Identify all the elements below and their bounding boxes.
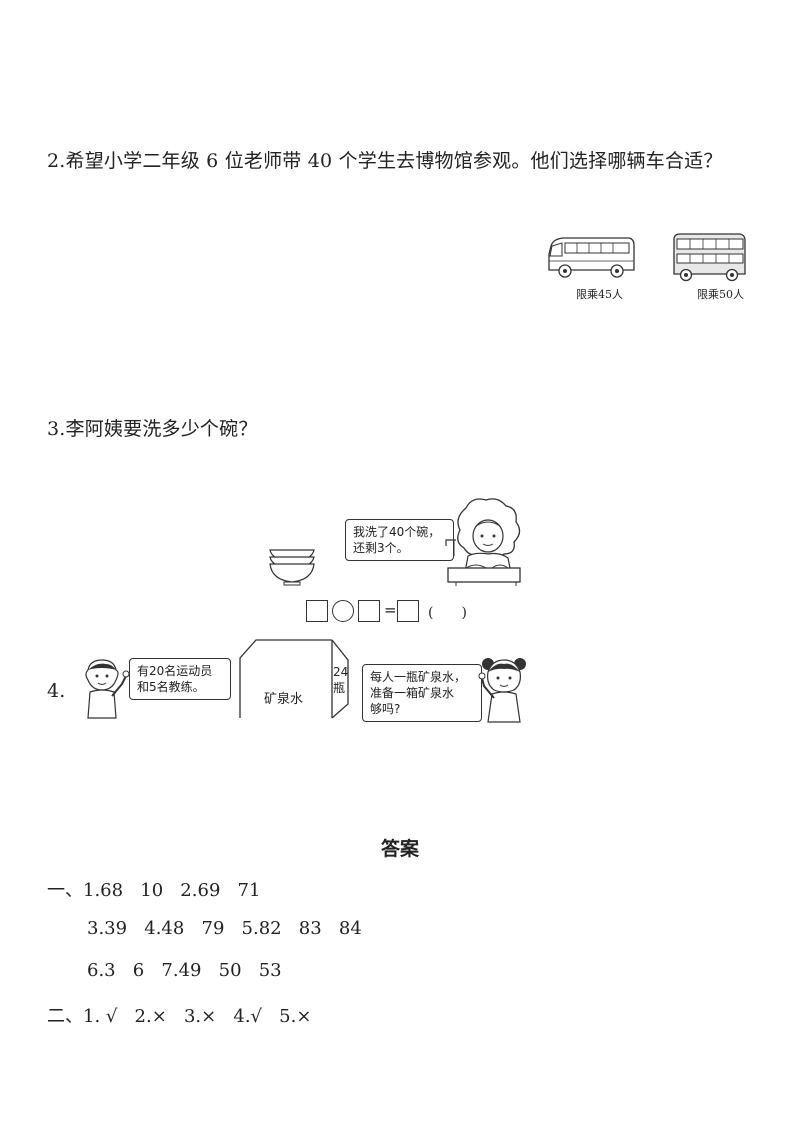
equation-result-box[interactable]: [397, 600, 419, 622]
answer-line-2: 3.39 4.48 79 5.82 83 84: [87, 918, 362, 939]
bus-2-caption: 限乘50人: [697, 288, 744, 301]
aunt-li-speech-bubble: 我洗了40个碗， 还剩3个。: [345, 519, 454, 561]
boy-speech-bubble: 有20名运动员 和5名教练。: [129, 658, 231, 700]
answers-title: 答案: [381, 838, 420, 860]
aunt-li-washing-illustration: [445, 498, 521, 586]
mineral-water-box-icon: [239, 639, 349, 719]
question-3-text: 3.李阿姨要洗多少个碗？: [47, 418, 258, 440]
question-2-text: 2.希望小学二年级 6 位老师带 40 个学生去博物馆参观。他们选择哪辆车合适？: [47, 150, 723, 172]
equation-box-1[interactable]: [306, 600, 328, 622]
bus-1-caption: 限乘45人: [576, 288, 623, 301]
answer-line-3: 6.3 6 7.49 50 53: [87, 960, 282, 981]
girl-pointing-illustration: [478, 658, 526, 723]
single-decker-bus-icon: [548, 237, 635, 278]
question-4-number: 4.: [47, 680, 66, 702]
equals-sign: =: [384, 601, 397, 619]
double-decker-bus-icon: [673, 233, 746, 282]
box-label: 矿泉水: [264, 692, 304, 707]
unit-parentheses: ( ): [428, 605, 467, 621]
equation-operator-circle[interactable]: [332, 600, 354, 622]
girl-speech-bubble: 每人一瓶矿泉水， 准备一箱矿泉水 够吗?: [362, 664, 482, 722]
box-count-label: 24 瓶: [333, 665, 349, 695]
equation-box-2[interactable]: [358, 600, 380, 622]
bowls-stack-icon: [269, 549, 315, 586]
boy-pointing-illustration: [85, 659, 130, 719]
answer-line-4: 二、1. √ 2.× 3.× 4.√ 5.×: [47, 1006, 312, 1027]
answer-line-1: 一、1.68 10 2.69 71: [47, 880, 261, 901]
